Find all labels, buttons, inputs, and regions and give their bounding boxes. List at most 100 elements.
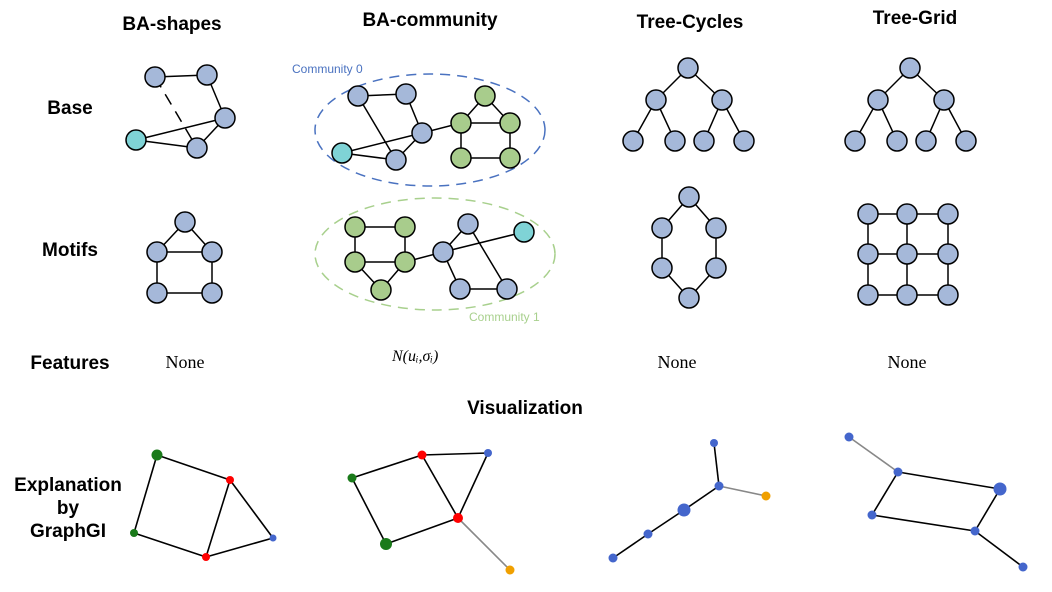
graph-node xyxy=(693,130,715,152)
expl-node xyxy=(677,503,691,517)
row-label-explanation-line1: Explanation xyxy=(14,475,122,496)
community-1-label: Community 1 xyxy=(469,310,540,324)
graph-node-motif xyxy=(450,112,472,134)
tree-grid-motif-graph xyxy=(857,203,959,306)
graph-node xyxy=(844,130,866,152)
graph-node xyxy=(146,282,168,304)
graph-node-motif xyxy=(370,279,392,301)
graph-node xyxy=(196,64,218,86)
graph-node xyxy=(896,203,918,225)
expl-node xyxy=(710,439,718,447)
community-0-ellipse xyxy=(314,73,546,187)
graph-node xyxy=(201,241,223,263)
graph-node xyxy=(915,130,937,152)
graph-node xyxy=(214,107,236,129)
tree-cycles-explanation-graph xyxy=(608,439,771,563)
graph-node xyxy=(651,257,673,279)
graph-node xyxy=(385,149,407,171)
expl-node xyxy=(867,510,877,520)
expl-node xyxy=(1018,562,1028,572)
expl-node xyxy=(761,491,771,501)
graph-node xyxy=(677,57,699,79)
tree-cycles-motif-graph xyxy=(651,186,727,309)
graph-node-motif xyxy=(394,251,416,273)
graph-node xyxy=(857,284,879,306)
expl-node xyxy=(484,449,492,457)
ba-shapes-base-graph xyxy=(125,64,236,159)
ba-community-motif-graph xyxy=(314,197,556,311)
graph-node xyxy=(867,89,889,111)
graph-node-motif xyxy=(474,85,496,107)
graph-node xyxy=(664,130,686,152)
graph-node xyxy=(457,213,479,235)
graph-node xyxy=(622,130,644,152)
row-label-features: Features xyxy=(30,353,110,374)
graph-node xyxy=(937,203,959,225)
expl-node xyxy=(993,482,1007,496)
graph-node xyxy=(174,211,196,233)
graph-node xyxy=(678,186,700,208)
row-label-base: Base xyxy=(47,98,93,119)
graph-node-highlight xyxy=(331,142,353,164)
expl-node xyxy=(643,529,653,539)
ba-community-explanation-graph xyxy=(347,449,515,575)
graph-node xyxy=(705,217,727,239)
graph-node xyxy=(733,130,755,152)
expl-node xyxy=(130,529,138,537)
graph-node xyxy=(933,89,955,111)
ba-shapes-explanation-graph xyxy=(130,449,277,561)
graph-node xyxy=(144,66,166,88)
column-header-tree-cycles: Tree-Cycles xyxy=(636,12,744,33)
graph-node xyxy=(711,89,733,111)
expl-node xyxy=(347,473,357,483)
tree-grid-explanation-graph xyxy=(844,432,1028,572)
graph-node-motif xyxy=(344,216,366,238)
graph-node xyxy=(432,241,454,263)
expl-node xyxy=(269,534,277,542)
graph-node xyxy=(201,282,223,304)
column-header-ba-community: BA-community xyxy=(362,10,498,31)
expl-node xyxy=(417,450,427,460)
expl-node xyxy=(202,553,210,561)
graph-node xyxy=(678,287,700,309)
expl-node xyxy=(608,553,618,563)
ba-shapes-motif-graph xyxy=(146,211,223,304)
graph-node xyxy=(857,243,879,265)
community-1-ellipse xyxy=(314,197,556,311)
graph-node xyxy=(651,217,673,239)
row-label-motifs: Motifs xyxy=(42,240,98,261)
graph-node xyxy=(955,130,977,152)
graph-node xyxy=(896,243,918,265)
expl-node xyxy=(380,538,392,550)
expl-node xyxy=(151,449,163,461)
expl-node xyxy=(844,432,854,442)
expl-node xyxy=(505,565,515,575)
features-tree-cycles: None xyxy=(657,352,697,372)
graph-node-motif xyxy=(394,216,416,238)
graph-node-highlight xyxy=(513,221,535,243)
graph-node xyxy=(937,243,959,265)
expl-node xyxy=(714,481,724,491)
graph-node-motif xyxy=(499,112,521,134)
column-header-tree-grid: Tree-Grid xyxy=(872,8,958,29)
expl-node xyxy=(970,526,980,536)
graph-node xyxy=(146,241,168,263)
graph-node xyxy=(496,278,518,300)
graph-node-highlight xyxy=(125,129,147,151)
graph-node-motif xyxy=(344,251,366,273)
row-label-explanation-line3: GraphGI xyxy=(29,521,106,542)
expl-node xyxy=(453,513,463,523)
graph-node-motif xyxy=(499,147,521,169)
graph-node xyxy=(899,57,921,79)
features-tree-grid: None xyxy=(887,352,927,372)
graph-node xyxy=(186,137,208,159)
graph-node xyxy=(857,203,879,225)
tree-grid-base-graph xyxy=(844,57,977,152)
row-label-explanation: Explanation by GraphGI xyxy=(4,474,132,543)
graph-node xyxy=(886,130,908,152)
graph-node-motif xyxy=(450,147,472,169)
expl-node xyxy=(893,467,903,477)
features-ba-shapes: None xyxy=(165,352,205,372)
graph-node xyxy=(896,284,918,306)
